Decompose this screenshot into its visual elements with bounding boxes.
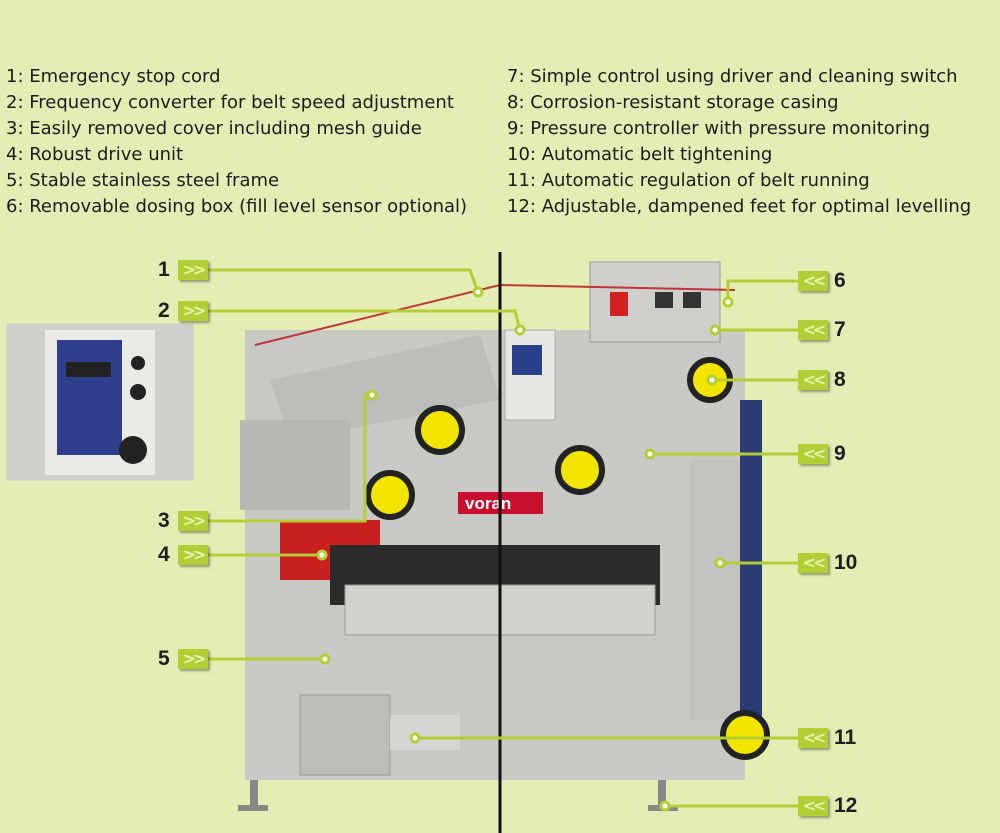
legend-item: 6: Removable dosing box (fill level sens… bbox=[6, 196, 468, 217]
legend-item: 8: Corrosion-resistant storage casing bbox=[507, 92, 839, 113]
callout-number: 1 bbox=[158, 258, 170, 281]
inset-panel bbox=[57, 340, 122, 455]
chevron-left-icon: << bbox=[798, 320, 828, 340]
belt-side bbox=[740, 400, 762, 730]
legend-right: 7: Simple control using driver and clean… bbox=[507, 64, 971, 220]
chevron-left-icon: << bbox=[798, 271, 828, 291]
chevron-right-icon: >> bbox=[178, 260, 208, 280]
callout-number: 10 bbox=[834, 551, 858, 574]
chevron-left-icon: << bbox=[798, 796, 828, 816]
callout-number: 6 bbox=[834, 269, 846, 292]
switch bbox=[683, 292, 701, 308]
inset-display bbox=[66, 362, 111, 377]
chevron-left-icon: << bbox=[798, 444, 828, 464]
chevron-right-icon: >> bbox=[178, 301, 208, 321]
main-switch bbox=[610, 292, 628, 316]
regulation-box bbox=[299, 694, 391, 776]
cylinder bbox=[390, 715, 460, 750]
gearbox bbox=[240, 420, 350, 510]
callout-number: 2 bbox=[158, 299, 170, 322]
leader-dots bbox=[316, 286, 734, 812]
leader-lines bbox=[208, 268, 798, 808]
legend-item: 2: Frequency converter for belt speed ad… bbox=[6, 92, 454, 113]
legend-item: 12: Adjustable, dampened feet for optima… bbox=[507, 196, 972, 217]
legend-item: 11: Automatic regulation of belt running bbox=[507, 170, 870, 191]
cover bbox=[270, 335, 500, 440]
feet bbox=[238, 780, 678, 811]
callout-number: 12 bbox=[834, 794, 858, 817]
tension-arm bbox=[690, 460, 740, 720]
chevron-left-icon: << bbox=[798, 728, 828, 748]
callout-number: 11 bbox=[834, 726, 857, 749]
brand-text: voran bbox=[465, 494, 511, 513]
chevron-right-icon: >> bbox=[178, 511, 208, 531]
callout-number: 5 bbox=[158, 647, 170, 670]
legend-item: 9: Pressure controller with pressure mon… bbox=[507, 118, 931, 139]
callout-number: 4 bbox=[158, 543, 170, 566]
legend-item: 5: Stable stainless steel frame bbox=[6, 170, 280, 191]
legend-left: 1: Emergency stop cord 2: Frequency conv… bbox=[6, 64, 467, 220]
callout-number: 8 bbox=[834, 368, 846, 391]
callout-number: 9 bbox=[834, 442, 846, 465]
chevron-right-icon: >> bbox=[178, 545, 208, 565]
callout-number: 3 bbox=[158, 509, 170, 532]
chevron-left-icon: << bbox=[798, 370, 828, 390]
legend-item: 7: Simple control using driver and clean… bbox=[507, 66, 958, 87]
switch bbox=[655, 292, 673, 308]
chevron-left-icon: << bbox=[798, 553, 828, 573]
legend-item: 3: Easily removed cover including mesh g… bbox=[6, 118, 422, 139]
yellow-rollers bbox=[365, 357, 770, 760]
legend-item: 10: Automatic belt tightening bbox=[507, 144, 773, 165]
legend-item: 1: Emergency stop cord bbox=[6, 66, 221, 87]
chevron-right-icon: >> bbox=[178, 649, 208, 669]
converter-panel bbox=[512, 345, 542, 375]
legend-item: 4: Robust drive unit bbox=[6, 144, 184, 165]
callout-number: 7 bbox=[834, 318, 846, 341]
